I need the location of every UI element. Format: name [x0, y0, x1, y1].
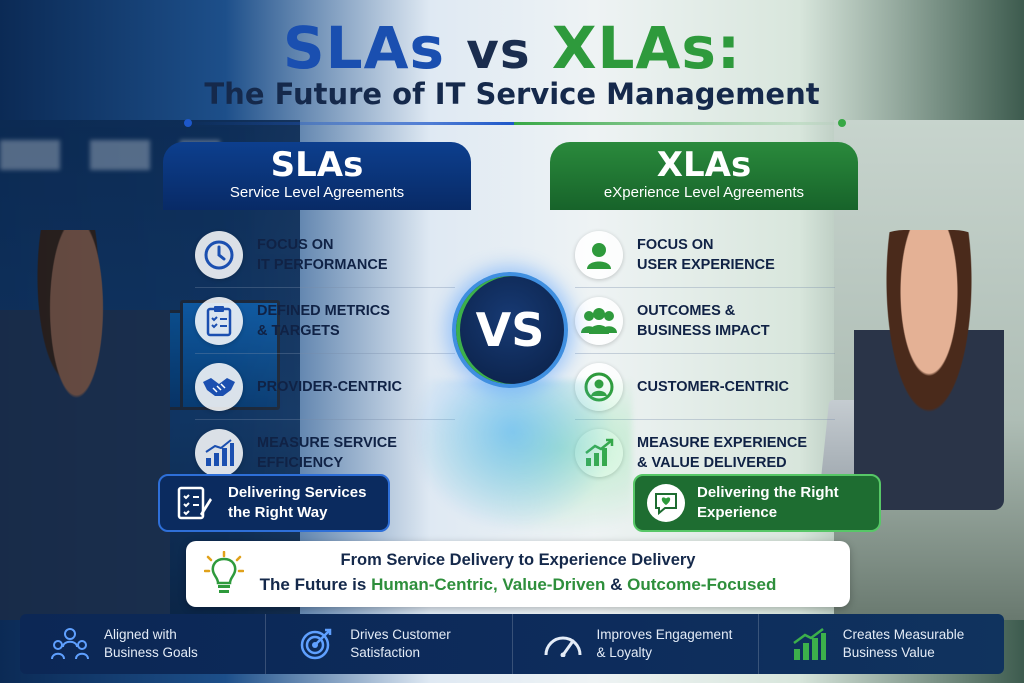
vs-badge: VS	[452, 272, 568, 388]
divider-left	[188, 122, 514, 125]
sla-panel-header: SLAs Service Level Agreements	[163, 142, 471, 210]
xla-delivering-line1: Delivering the Right	[697, 484, 839, 501]
target-icon	[296, 626, 336, 662]
benefit-line1: Improves Engagement	[596, 627, 733, 642]
list-item: PROVIDER-CENTRIC	[195, 354, 455, 420]
item-line2: & TARGETS	[257, 322, 340, 339]
clipboard-checklist-icon	[195, 296, 243, 345]
bar-chart-icon	[195, 429, 243, 477]
item-line1: CUSTOMER-CENTRIC	[637, 378, 789, 395]
title-xla: XLAs:	[551, 14, 742, 82]
people-goals-icon	[50, 626, 90, 662]
list-item: FOCUS ON IT PERFORMANCE	[195, 222, 455, 288]
future-banner: From Service Delivery to Experience Deli…	[186, 541, 850, 607]
benefit-line1: Aligned with	[104, 627, 177, 642]
item-line1: MEASURE EXPERIENCE	[637, 435, 808, 451]
benefit-line1: Drives Customer	[350, 627, 451, 642]
item-line1: OUTCOMES &	[637, 302, 736, 319]
item-line2: IT PERFORMANCE	[257, 256, 388, 273]
item-line2: & VALUE DELIVERED	[637, 455, 787, 471]
divider-dot-right	[838, 119, 846, 127]
list-item: DEFINED METRICS & TARGETS	[195, 288, 455, 354]
future-prefix: The Future is	[259, 575, 372, 594]
sla-delivering-box: Delivering Services the Right Way	[158, 474, 390, 532]
gauge-icon	[543, 626, 583, 662]
list-item: MEASURE SERVICE EFFICIENCY	[195, 420, 455, 486]
item-line2: EFFICIENCY	[257, 455, 344, 471]
future-mid: &	[605, 575, 628, 594]
benefit-line1: Creates Measurable	[842, 627, 965, 642]
sla-heading: SLAs	[270, 145, 364, 185]
item-line1: FOCUS ON	[637, 236, 714, 253]
user-icon	[575, 230, 623, 279]
sla-delivering-line2: the Right Way	[228, 504, 328, 521]
team-icon	[575, 296, 623, 345]
item-line2: BUSINESS IMPACT	[637, 322, 770, 339]
future-green2: Outcome-Focused	[627, 575, 777, 594]
item-line1: DEFINED METRICS	[257, 302, 390, 319]
item-line1: MEASURE SERVICE	[257, 435, 397, 451]
light-swirl-decoration	[392, 380, 632, 550]
heart-chat-icon	[647, 484, 685, 522]
future-green1: Human-Centric, Value-Driven	[371, 575, 606, 594]
divider-right	[514, 122, 844, 125]
benefit-item: Improves Engagement & Loyalty	[513, 614, 759, 674]
sla-subheading: Service Level Agreements	[229, 184, 405, 201]
sla-list: FOCUS ON IT PERFORMANCE DEFINED METRICS & …	[195, 222, 455, 486]
sla-delivering-line1: Delivering Services	[228, 484, 367, 501]
benefit-line2: Business Goals	[104, 645, 198, 660]
subtitle: The Future of IT Service Management	[204, 77, 820, 111]
growth-bars-icon	[789, 626, 829, 662]
benefit-line2: & Loyalty	[596, 645, 653, 660]
checklist-pen-icon	[172, 481, 216, 525]
item-line2: USER EXPERIENCE	[637, 256, 775, 273]
handshake-icon	[195, 362, 243, 411]
benefit-line2: Business Value	[842, 645, 935, 660]
title-vs: vs	[466, 22, 531, 80]
title-sla: SLAs	[282, 14, 446, 82]
item-line1: PROVIDER-CENTRIC	[257, 378, 403, 395]
list-item: OUTCOMES & BUSINESS IMPACT	[575, 288, 835, 354]
item-line1: FOCUS ON	[257, 236, 334, 253]
lightbulb-icon	[203, 550, 245, 597]
future-line2: The Future is Human-Centric, Value-Drive…	[186, 575, 850, 595]
office-background-right	[818, 120, 1024, 620]
xla-heading: XLAs	[656, 145, 752, 185]
xla-delivering-line2: Experience	[697, 504, 778, 521]
future-line1: From Service Delivery to Experience Deli…	[340, 551, 696, 569]
smiling-woman-image	[854, 230, 1004, 510]
xla-panel-header: XLAs eXperience Level Agreements	[550, 142, 858, 210]
main-title: SLAs vs XLAs:	[0, 14, 1024, 82]
benefit-line2: Satisfaction	[350, 645, 421, 660]
divider-dot-left	[184, 119, 192, 127]
xla-subheading: eXperience Level Agreements	[603, 184, 805, 201]
list-item: FOCUS ON USER EXPERIENCE	[575, 222, 835, 288]
clock-icon	[195, 230, 243, 279]
man-at-computer-image	[0, 230, 170, 620]
